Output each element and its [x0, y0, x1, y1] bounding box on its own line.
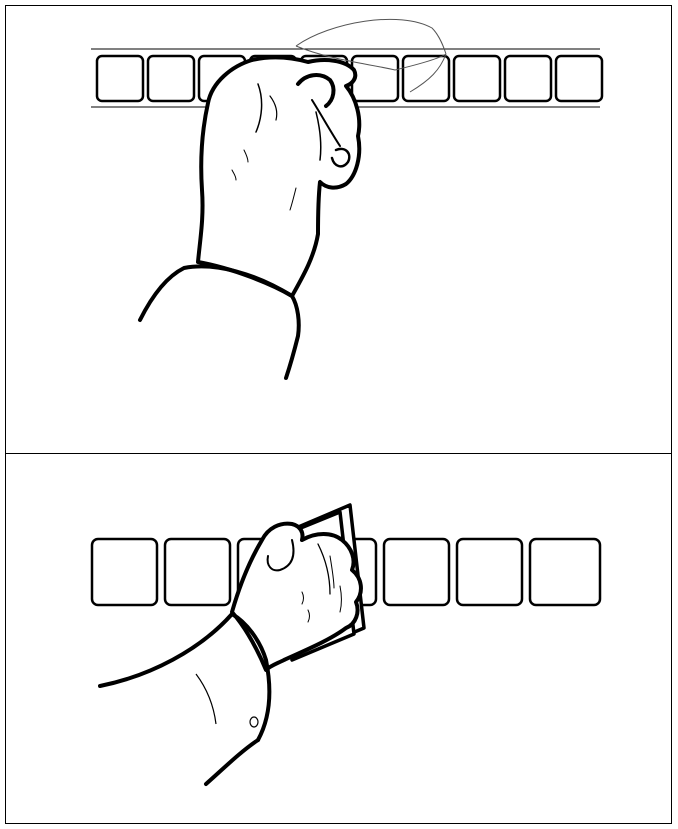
cuff-button	[250, 717, 258, 727]
bottom-sleeve	[100, 614, 269, 784]
bottom-square-2	[165, 539, 230, 605]
top-panel	[91, 19, 602, 378]
bottom-square-1	[92, 539, 157, 605]
top-square-2	[148, 56, 194, 101]
top-hand	[198, 58, 359, 296]
top-square-10	[556, 56, 602, 101]
sleeve-detail	[196, 674, 258, 727]
top-square-1	[97, 56, 143, 101]
bottom-square-6	[457, 539, 522, 605]
bottom-panel	[92, 505, 600, 784]
top-square-8	[454, 56, 500, 101]
bottom-square-5	[384, 539, 449, 605]
bottom-square-7	[530, 539, 600, 605]
top-square-9	[505, 56, 551, 101]
